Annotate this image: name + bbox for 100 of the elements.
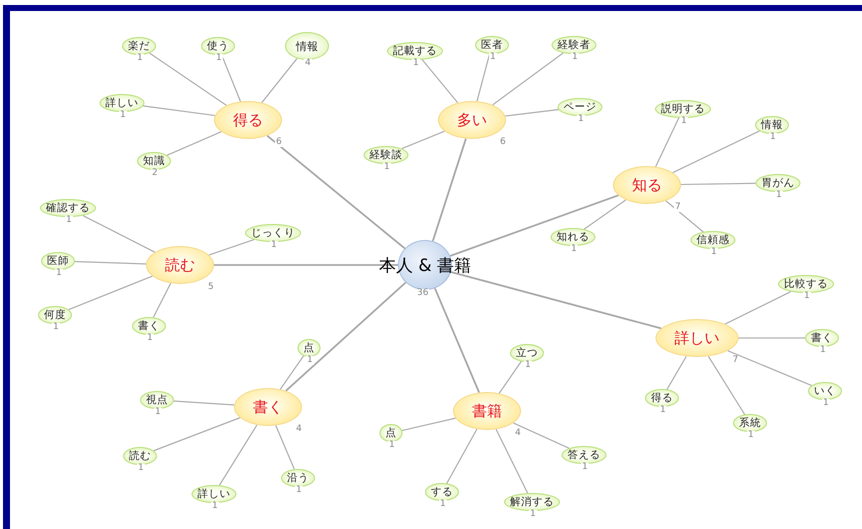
frequency-count: 4	[295, 425, 303, 434]
frequency-count: 6	[499, 138, 507, 147]
frequency-count: 1	[146, 334, 154, 343]
frequency-count: 1	[581, 463, 589, 472]
word-label: 答える	[568, 448, 600, 462]
frequency-count: 1	[295, 486, 303, 495]
word-label: 本人 & 書籍	[378, 254, 472, 276]
word-bubble	[201, 37, 235, 55]
word-label: じっくり	[251, 226, 295, 240]
word-label: 何度	[44, 308, 66, 322]
word-bubble	[38, 306, 72, 324]
frequency-count: 6	[275, 138, 283, 147]
word-label: 詳しい	[198, 487, 230, 501]
frequency-count: 1	[383, 163, 391, 172]
frequency-count: 2	[151, 169, 159, 178]
frequency-count: 1	[119, 111, 127, 120]
connector-line	[432, 138, 467, 242]
word-label: 読む	[165, 256, 195, 274]
connector-line	[208, 239, 254, 256]
frequency-count: 1	[388, 441, 396, 450]
frequency-count: 1	[136, 54, 144, 63]
word-label: 書籍	[472, 402, 502, 420]
connector-line	[174, 400, 234, 406]
word-label: いく	[814, 384, 836, 398]
word-label: 情報	[296, 38, 318, 54]
connector-line	[450, 271, 662, 330]
word-bubble	[755, 116, 789, 134]
word-bubble	[655, 100, 711, 118]
word-label: 知る	[632, 176, 662, 194]
connector-line	[154, 417, 240, 452]
connector-line	[513, 422, 570, 449]
word-bubble	[41, 252, 75, 270]
word-bubble	[100, 94, 144, 112]
word-label: 書く	[253, 398, 283, 416]
frequency-count: 1	[570, 245, 578, 254]
word-bubble	[552, 36, 596, 54]
word-bubble	[690, 231, 736, 249]
connector-line	[280, 356, 304, 390]
frequency-count: 1	[439, 500, 447, 509]
connector-line	[708, 356, 746, 415]
word-bubble	[756, 174, 800, 192]
frequency-count: 1	[529, 510, 537, 519]
word-bubble	[132, 317, 166, 335]
connector-line	[476, 54, 490, 102]
frequency-count: 1	[137, 464, 145, 473]
connector-line	[666, 200, 704, 232]
word-label: 書く	[811, 331, 833, 345]
connector-line	[505, 109, 559, 117]
word-label: 説明する	[661, 102, 705, 116]
frequency-count: 1	[306, 356, 314, 365]
frequency-count: 4	[304, 59, 312, 68]
connector-line	[498, 361, 522, 394]
connector-line	[74, 261, 146, 264]
connector-line	[724, 291, 792, 324]
word-label: 読む	[129, 449, 151, 463]
word-bubble	[475, 36, 509, 54]
hub-bubble	[214, 101, 282, 139]
connector-line	[402, 130, 445, 150]
frequency-count: 36	[416, 289, 430, 298]
word-label: 使う	[207, 39, 229, 53]
word-label: 楽だ	[128, 39, 150, 53]
connector-line	[496, 429, 528, 494]
word-label: 点	[386, 426, 396, 440]
word-label: 経験者	[558, 38, 590, 52]
connector-line	[728, 350, 812, 386]
frequency-count: 1	[55, 269, 63, 278]
frequency-count: 7	[674, 203, 682, 212]
word-bubble	[510, 344, 544, 362]
word-label: 胃がん	[762, 176, 794, 190]
connector-line	[738, 337, 805, 339]
word-bubble	[550, 228, 596, 246]
word-label: 知識	[143, 154, 165, 168]
word-bubble	[281, 469, 315, 487]
word-bubble	[298, 339, 320, 357]
word-bubble	[645, 389, 679, 407]
word-bubble	[192, 485, 236, 503]
hub-bubble	[146, 246, 214, 284]
word-bubble	[778, 275, 834, 293]
hub-bubble	[234, 388, 302, 426]
connector-line	[672, 130, 760, 174]
hub-bubble	[438, 101, 506, 139]
word-bubble	[122, 37, 156, 55]
connector-line	[402, 418, 456, 432]
connector-line	[166, 131, 222, 156]
frequency-count: 1	[215, 54, 223, 63]
frequency-count: 1	[775, 191, 783, 200]
connector-line	[446, 428, 478, 484]
connector-line	[434, 288, 480, 393]
word-label: ページ	[564, 100, 596, 114]
word-bubble	[562, 446, 606, 464]
word-label: 経験談	[370, 148, 402, 162]
word-bubble	[380, 424, 402, 442]
frequency-count: 7	[732, 356, 740, 365]
connector-line	[152, 283, 172, 318]
connector-line	[422, 59, 458, 104]
frequency-count: 1	[524, 361, 532, 370]
hub-bubble	[453, 392, 521, 430]
frequency-count: 1	[803, 292, 811, 301]
hub-bubble	[656, 319, 738, 357]
word-bubble	[245, 224, 301, 242]
